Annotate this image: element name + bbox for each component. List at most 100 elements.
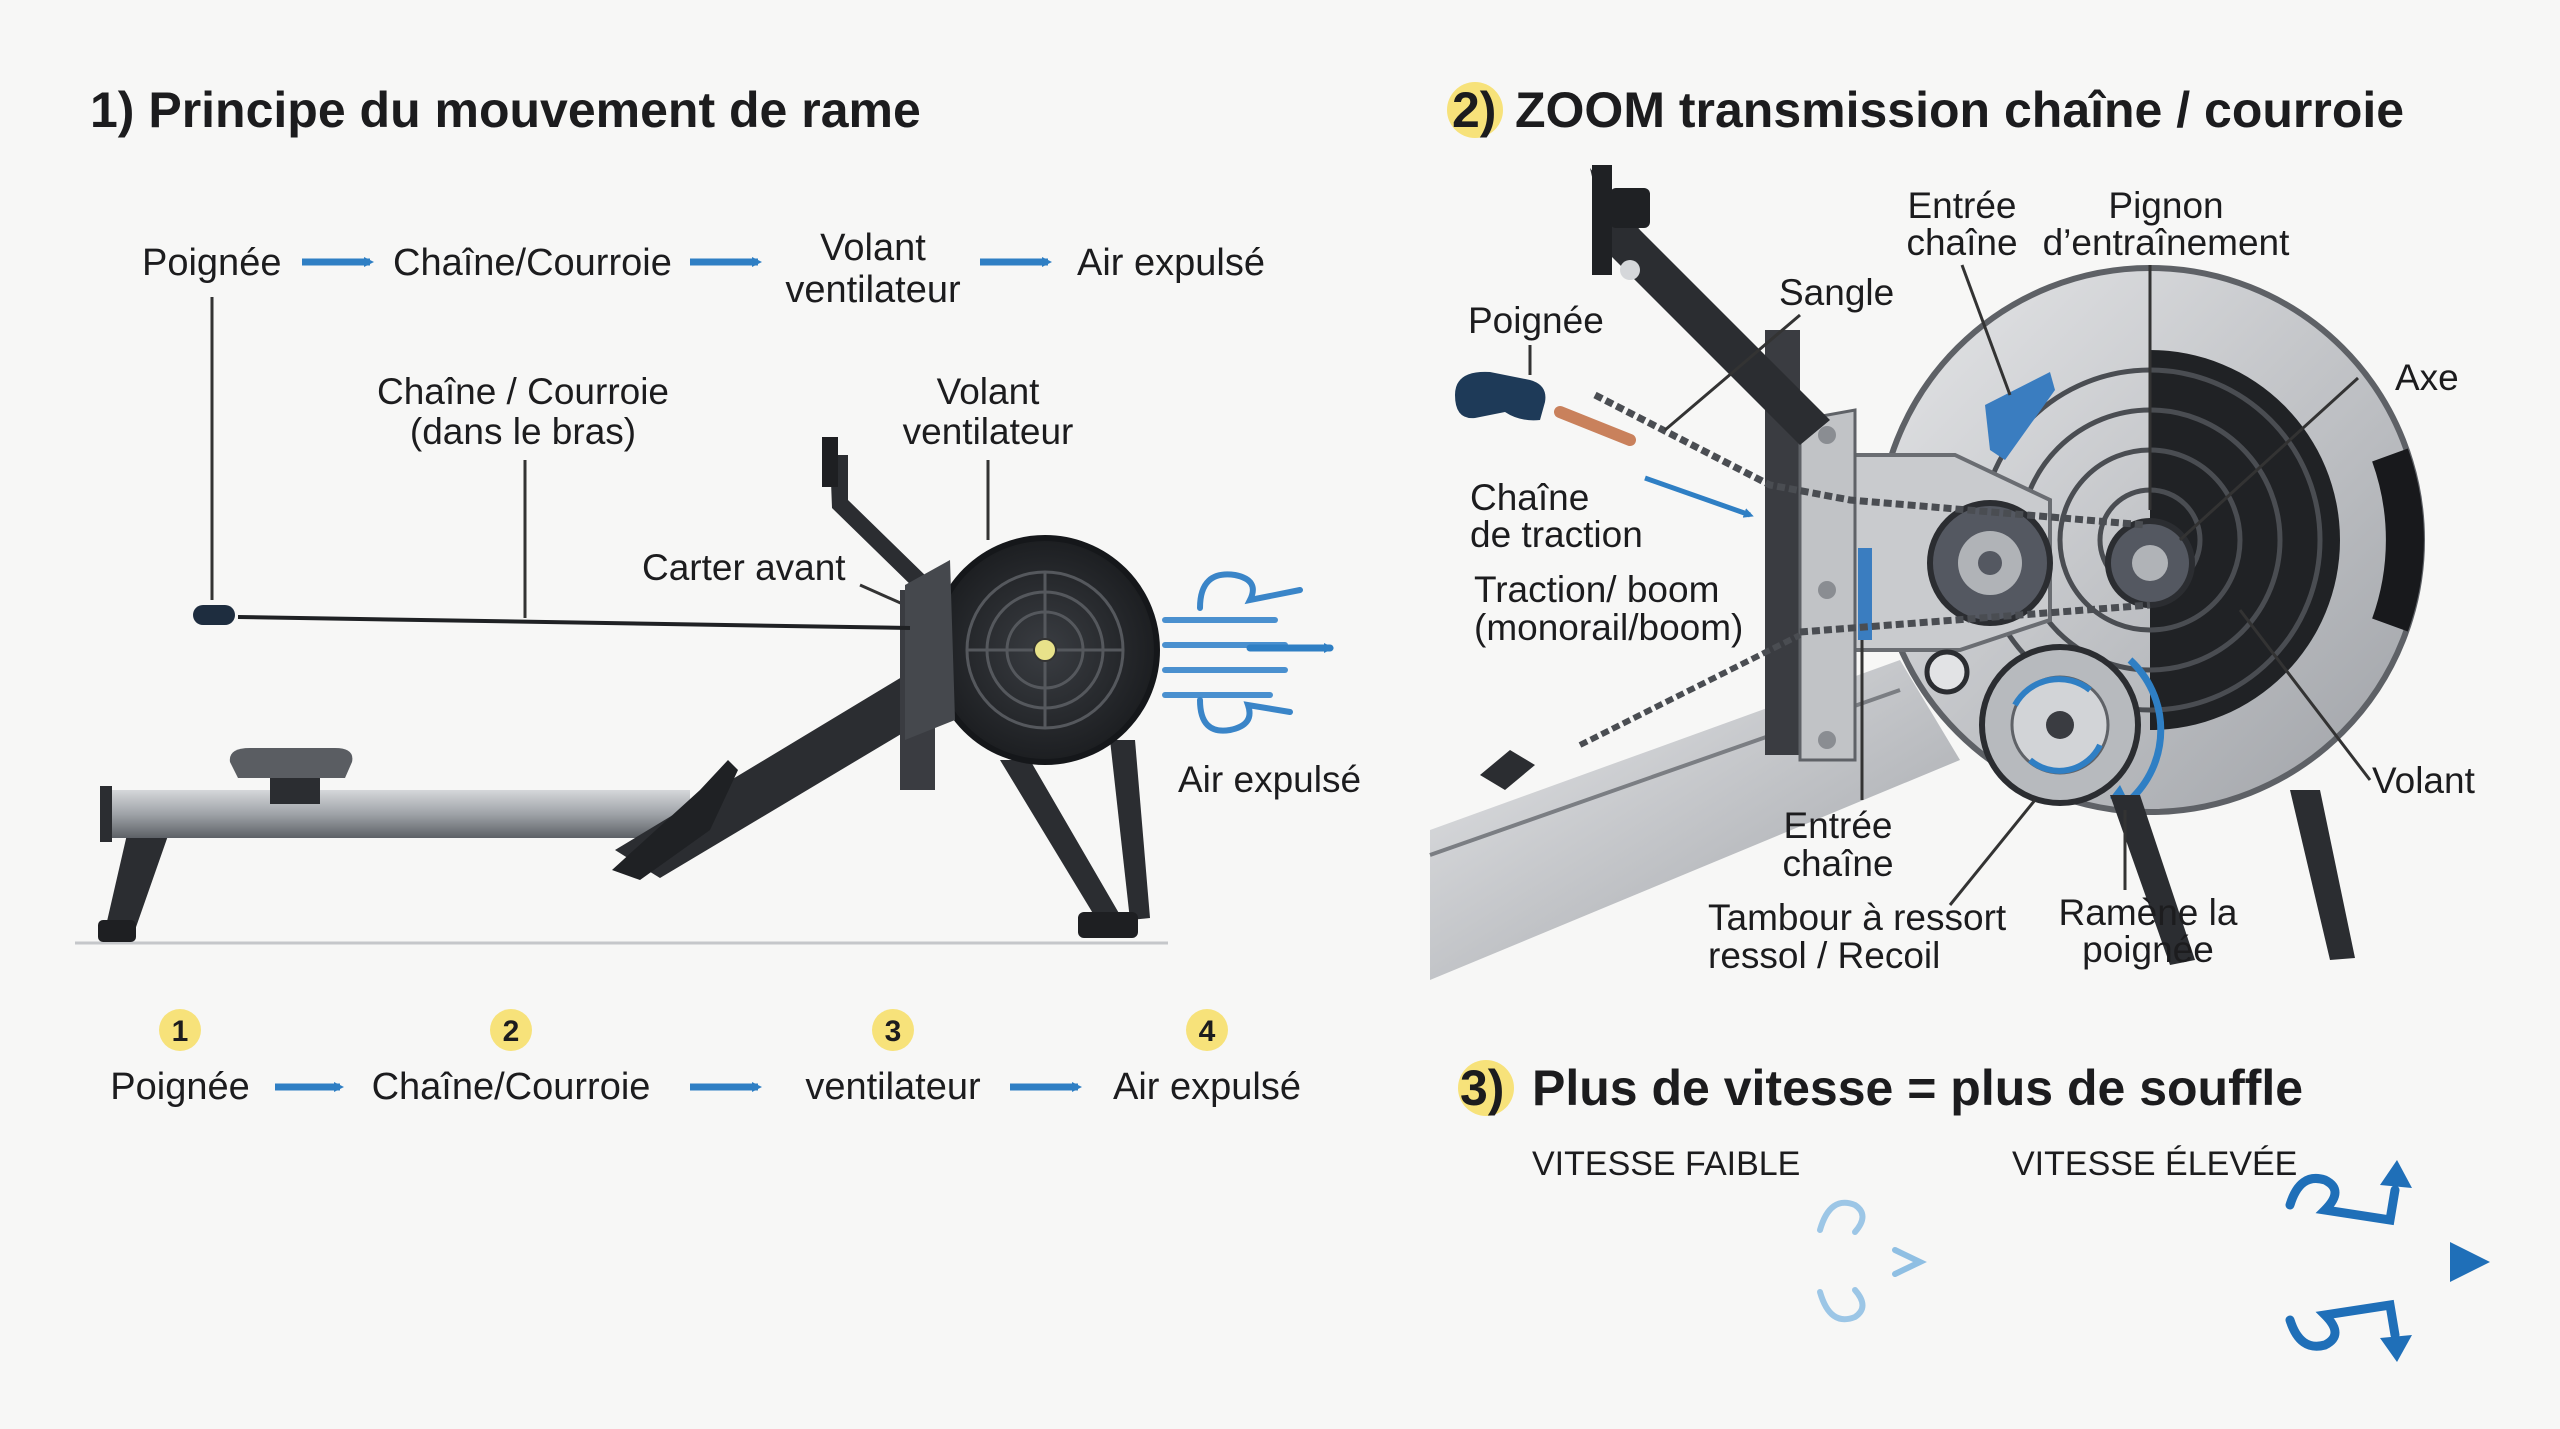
flow-top-flywheel-2: ventilateur — [785, 269, 961, 311]
panel-2-badge — [1447, 82, 1503, 138]
label-entry-bottom-1: Entrée — [1783, 805, 1892, 846]
front-leg-a — [1000, 760, 1120, 925]
zoom-bolt — [1818, 731, 1836, 749]
label-rail-2: (monorail/boom) — [1474, 607, 1743, 648]
step-label-1: Poignée — [110, 1066, 249, 1108]
footrest — [612, 760, 738, 880]
rear-leg — [105, 830, 170, 930]
panel-2-num: 2) — [1452, 82, 1496, 138]
step-badge-2 — [490, 1009, 532, 1051]
zoom-chain-entry-guide-bottom — [1858, 548, 1872, 640]
zoom-strap — [1554, 406, 1636, 446]
label-strap: Sangle — [1779, 272, 1894, 313]
zoom-sprocket-left-center — [1978, 551, 2002, 575]
front-housing-box — [905, 560, 955, 740]
panel-1-principle: 1) Principe du mouvement de rame Poignée… — [75, 82, 1361, 1108]
step-label-3: ventilateur — [805, 1066, 981, 1108]
label-flywheel-1: Volant — [937, 371, 1041, 412]
label-air-out: Air expulsé — [1178, 759, 1361, 800]
label-chain-2: (dans le bras) — [410, 411, 636, 452]
label-entry-top-2: chaîne — [1906, 222, 2017, 263]
zoom-recoil-arrow — [2028, 743, 2103, 774]
label-zoom-handle: Poignée — [1468, 300, 1604, 341]
air-high-arrowhead-main — [2450, 1242, 2490, 1282]
label-zoom-flywheel: Volant — [2372, 760, 2476, 801]
label-entry-bottom-2: chaîne — [1782, 843, 1893, 884]
zoom-flywheel-rim — [2372, 448, 2424, 632]
leader-strap — [1664, 313, 1801, 432]
air-curl-bottom — [1197, 697, 1293, 734]
zoom-spring-drum-hub — [2046, 711, 2074, 739]
label-flywheel-2: ventilateur — [903, 411, 1074, 452]
label-front-housing: Carter avant — [642, 547, 846, 588]
label-rail-1: Traction/ boom — [1474, 569, 1719, 610]
zoom-drive-sprocket-hub — [2132, 545, 2168, 581]
panel-2-zoom: 2) ZOOM transmission chaîne / courroie — [1429, 82, 2476, 980]
zoom-arm-cap — [1610, 188, 1650, 228]
label-return-1: Ramène la — [2059, 892, 2238, 933]
step-num-1: 1 — [172, 1015, 189, 1048]
arm-handle-holder — [822, 437, 838, 487]
label-pull-chain-1: Chaîne — [1470, 477, 1589, 518]
flow-top-handle: Poignée — [142, 242, 281, 284]
air-high-arrowhead-down — [2380, 1335, 2412, 1362]
air-high-curl-top — [2285, 1174, 2400, 1226]
air-high-speed — [2015, 1160, 2490, 1362]
zoom-chain-entry-guide-top — [1985, 372, 2055, 460]
air-high-arrowhead-up — [2380, 1160, 2412, 1188]
zoom-rail-slot — [1480, 750, 1535, 790]
panel-3-title: Plus de vitesse = plus de souffle — [1532, 1060, 2303, 1116]
zoom-chain-lower — [1799, 601, 2151, 636]
label-drum-2: ressol / Recoil — [1708, 935, 1940, 976]
air-low-arrowhead — [1892, 1247, 1927, 1277]
label-chain-1: Chaîne / Courroie — [377, 371, 669, 412]
zoom-pull-arrow — [1644, 475, 1754, 518]
bottom-steps: 1 Poignée 2 Chaîne/Courroie 3 ventilateu… — [110, 1009, 1301, 1108]
zoom-chain-upper — [1593, 391, 2146, 529]
air-low-curl — [1817, 1199, 1866, 1235]
leader-flywheel — [2238, 609, 2372, 781]
zoom-leg — [2110, 795, 2195, 965]
panel-3-badge — [1458, 1060, 1514, 1116]
zoom-chain-rail — [1578, 632, 1802, 748]
label-sprocket-1: Pignon — [2108, 185, 2223, 226]
step-label-4: Air expulsé — [1113, 1066, 1301, 1108]
label-pull-chain-2: de traction — [1470, 514, 1643, 555]
chain — [237, 615, 911, 630]
rail — [102, 790, 690, 838]
zoom-return-arrow — [2127, 657, 2165, 803]
label-drum-1: Tambour à ressort — [1708, 897, 2007, 938]
panel-3-num: 3) — [1460, 1060, 1504, 1116]
top-flow: Poignée Chaîne/Courroie Volant ventilate… — [142, 227, 1265, 311]
air-curl-top — [1197, 571, 1303, 611]
zoom-idler — [1924, 649, 1970, 695]
air-low-speed — [1542, 1199, 1927, 1323]
zoom-arm-upper — [1592, 165, 1612, 275]
front-foot — [1078, 912, 1138, 938]
zoom-arm-pivot — [1620, 260, 1640, 280]
step-num-2: 2 — [503, 1015, 520, 1048]
transmission-illustration — [1429, 165, 2425, 980]
arm — [830, 455, 930, 592]
seat — [229, 748, 353, 778]
rail-end-cap — [100, 786, 112, 842]
flow-top-flywheel-1: Volant — [820, 227, 926, 269]
zoom-leg — [2290, 790, 2355, 960]
step-label-2: Chaîne/Courroie — [372, 1066, 651, 1108]
zoom-leaders — [1528, 264, 2372, 906]
seat-carriage — [270, 778, 320, 804]
label-return-2: poignée — [2082, 929, 2214, 970]
step-badge-3 — [872, 1009, 914, 1051]
label-high-speed: VITESSE ÉLEVÉE — [2012, 1145, 2297, 1183]
zoom-bolt — [1818, 581, 1836, 599]
zoom-recoil-arrow — [2012, 676, 2092, 707]
leader-housing — [859, 583, 906, 607]
panel-2-title: ZOOM transmission chaîne / courroie — [1515, 82, 2404, 138]
leader-drum — [1948, 799, 2037, 906]
air-flow-panel-1 — [1162, 571, 1334, 734]
air-low-curl — [1817, 1287, 1866, 1323]
leader-entry-top — [1960, 264, 2012, 396]
zoom-handle — [1455, 371, 1546, 421]
fan-hub — [1033, 638, 1057, 662]
panel-3-speed: 3) Plus de vitesse = plus de souffle VIT… — [1458, 1060, 2490, 1362]
